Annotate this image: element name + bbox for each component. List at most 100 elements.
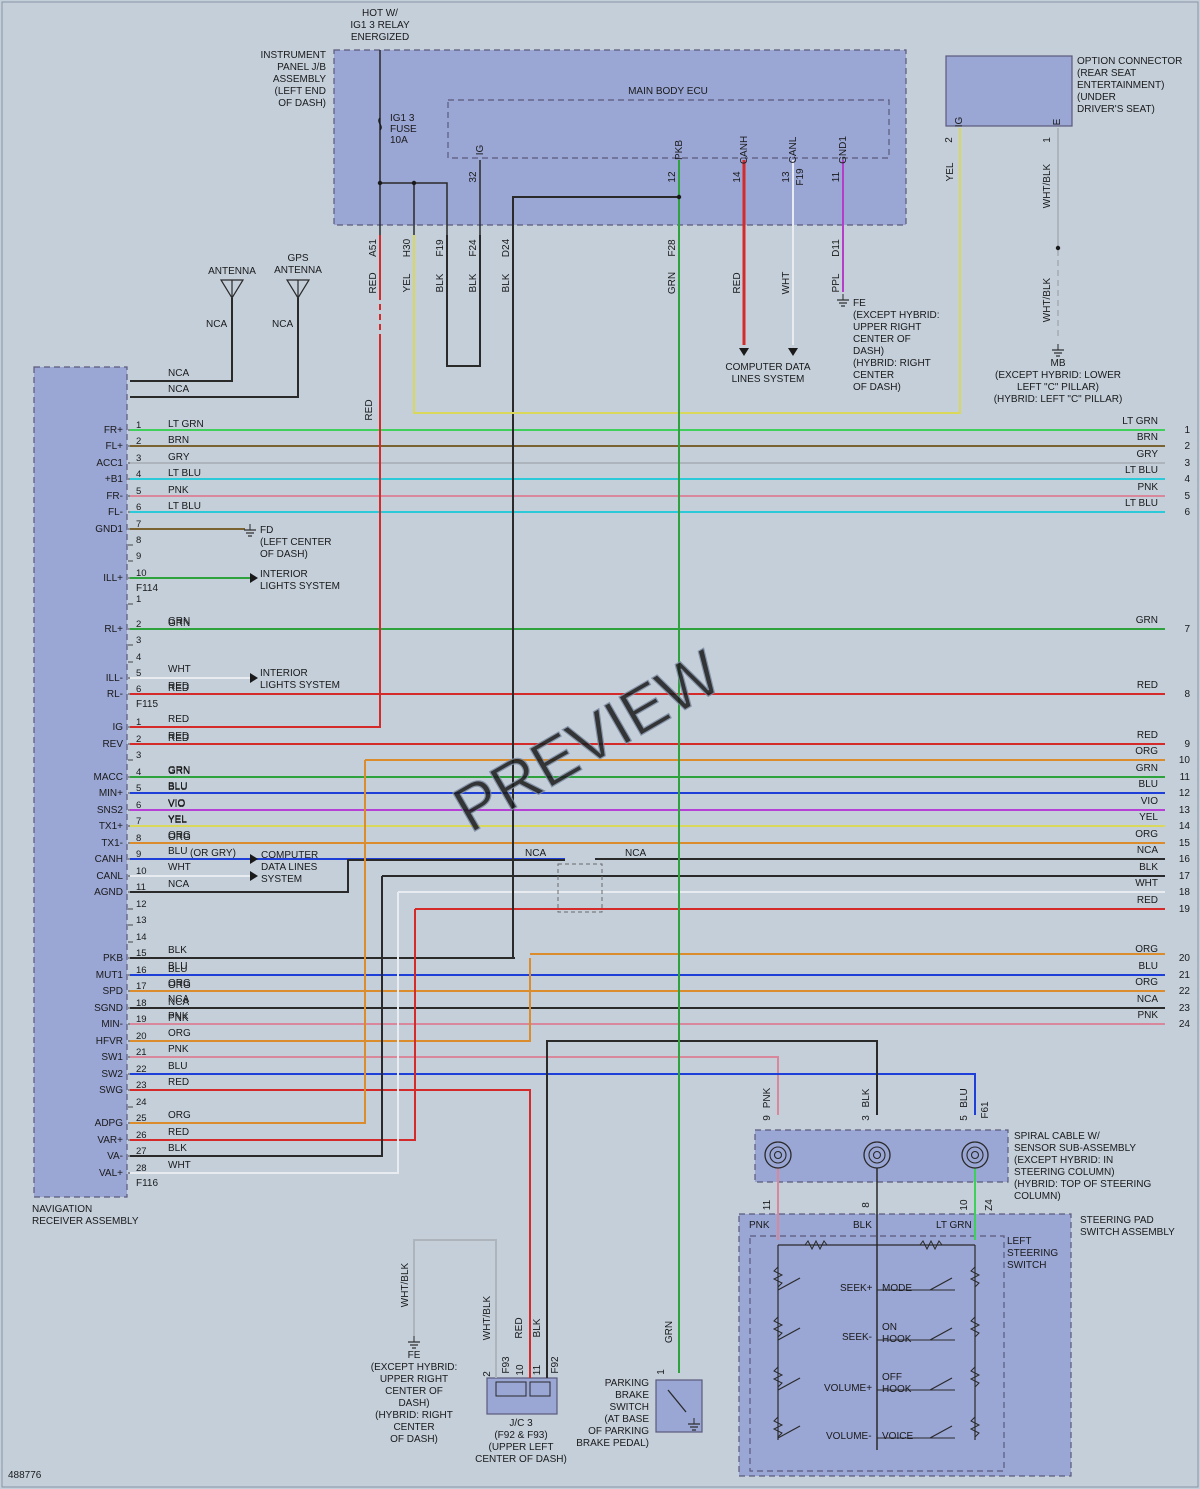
right-color-label: RED <box>1137 730 1158 741</box>
jb-wire-color: RED <box>368 272 379 293</box>
line-number: 18 <box>1179 887 1191 898</box>
switch-label: OFF <box>882 1372 902 1383</box>
nav-pin-number: 16 <box>136 965 147 976</box>
fe-ground-2-label: (EXCEPT HYBRID: <box>371 1362 458 1373</box>
option-connector-label: ENTERTAINMENT) <box>1077 80 1164 91</box>
splice <box>1055 245 1061 251</box>
nav-pin-number: 14 <box>136 932 147 943</box>
right-color-label: RED <box>1137 680 1158 691</box>
spiral-coil-icon <box>970 1150 980 1160</box>
ecu-pin-name: CANL <box>788 136 799 163</box>
resistor-icon <box>969 1266 981 1288</box>
switch-contact <box>777 1277 801 1291</box>
wire-color-label: RED <box>168 731 189 742</box>
line-number: 23 <box>1179 1003 1191 1014</box>
pad-wire-color: LT GRN <box>936 1220 972 1231</box>
switch-contact <box>929 1425 953 1439</box>
jc-pin-number: 2 <box>482 1371 493 1377</box>
wire-color-label: YEL <box>168 815 187 826</box>
connector-label: F116 <box>136 1178 158 1189</box>
ill-minus-arrow <box>250 673 258 683</box>
jb-connector-label: F28 <box>667 239 678 257</box>
wire-color-label: BLU <box>168 782 187 793</box>
canl-arrow <box>250 871 258 881</box>
right-color-label: ORG <box>1135 829 1158 840</box>
ecu-pin-name: PKB <box>674 140 685 160</box>
nav-pin-number: 25 <box>136 1113 147 1124</box>
resistor-icon <box>772 1366 784 1388</box>
wire-color-label: ORG <box>168 832 191 843</box>
ecu-pin-number: 13 <box>781 171 792 183</box>
fe-ground-label: FE <box>853 298 866 309</box>
nav-pin-number: 24 <box>136 1097 147 1108</box>
nav-pin-name: HFVR <box>96 1036 123 1047</box>
nav-pin-number: 6 <box>136 684 141 695</box>
resistor-icon <box>919 1239 943 1251</box>
switch-contact <box>929 1277 953 1291</box>
opt-wire-color: WHT/BLK <box>1042 163 1053 208</box>
spiral-coil-icon <box>966 1146 984 1164</box>
fe-ground-label: DASH) <box>853 346 884 357</box>
fe-ground-label: (HYBRID: RIGHT <box>853 358 931 369</box>
wire-sw1 <box>130 1056 779 1115</box>
wire-color-label: RED <box>168 714 189 725</box>
nav-pin-name: PKB <box>103 953 123 964</box>
right-color-label: WHT <box>1135 878 1158 889</box>
option-connector-label: OPTION CONNECTOR <box>1077 56 1182 67</box>
nav-pin-number: 21 <box>136 1047 147 1058</box>
fd-ground-label: OF DASH) <box>260 549 308 560</box>
line-number: 19 <box>1179 904 1191 915</box>
wires <box>128 50 1165 1450</box>
fuse-label: IG1 3 <box>390 113 415 124</box>
mb-ground-label: (EXCEPT HYBRID: LOWER <box>995 370 1121 381</box>
wire-color-label: RED <box>168 1127 189 1138</box>
ipjb-label: (LEFT END <box>275 86 327 97</box>
pad-wire-color: BLK <box>853 1220 872 1231</box>
wire-color-label: WHT <box>168 1160 191 1171</box>
resistor-icon <box>969 1316 981 1338</box>
wire-color-label: BLK <box>168 1143 187 1154</box>
steering-pad-label: STEERING PAD <box>1080 1215 1154 1226</box>
jb-connector-label: D11 <box>831 239 842 257</box>
nav-pin-name: FR+ <box>104 425 123 436</box>
parking-brake-label: BRAKE PEDAL) <box>576 1438 649 1449</box>
nav-pin-number: 8 <box>136 833 141 844</box>
ecu-pin-name: CANH <box>739 136 750 164</box>
right-color-label: NCA <box>1137 994 1158 1005</box>
wire-color-label: GRN <box>168 766 190 777</box>
nav-receiver-label: NAVIGATION <box>32 1204 92 1215</box>
switch-contact <box>777 1377 801 1391</box>
jc-bus <box>529 1381 551 1397</box>
wire-color-label: RED <box>168 733 189 744</box>
jc-connector-label: F92 <box>550 1356 561 1374</box>
wire-color-label: BLU <box>168 964 187 975</box>
jc-wire-color: GRN <box>664 1321 675 1343</box>
pad-wire-color: PNK <box>749 1220 770 1231</box>
jc-wire-color: RED <box>514 1317 525 1338</box>
nav-pin-name: ILL- <box>106 673 123 684</box>
spiral-cable-label: STEERING COLUMN) <box>1014 1167 1115 1178</box>
wire-ig-red <box>130 340 381 728</box>
opt-wire-color: WHT/BLK <box>1042 277 1053 322</box>
nav-pin-number: 7 <box>136 816 141 827</box>
wire-color-label: LT BLU <box>168 468 201 479</box>
nav-pin-number: 1 <box>136 717 141 728</box>
nav-pin-number: 5 <box>136 783 141 794</box>
ecu-pin-name: GND1 <box>838 136 849 164</box>
nav-pin-name: MIN+ <box>99 788 123 799</box>
right-color-label: LT BLU <box>1125 465 1158 476</box>
option-connector-box <box>945 55 1073 127</box>
right-color-label: LT GRN <box>1122 416 1158 427</box>
wire-color-label: BLK <box>168 945 187 956</box>
wire-color-label: NCA <box>168 997 189 1008</box>
nav-pin-name: IG <box>112 722 123 733</box>
hot-label: HOT W/ <box>362 8 398 19</box>
switch-label: HOOK <box>882 1334 912 1345</box>
nav-pin-name: MUT1 <box>96 970 124 981</box>
canh-arrow <box>250 854 258 864</box>
wire-blk-spiral <box>546 1040 878 1378</box>
nav-pin-number: 7 <box>136 519 141 530</box>
right-color-label: BLU <box>1139 961 1158 972</box>
wire-color-label: ORG <box>168 978 191 989</box>
wire-va-minus <box>130 876 383 1157</box>
